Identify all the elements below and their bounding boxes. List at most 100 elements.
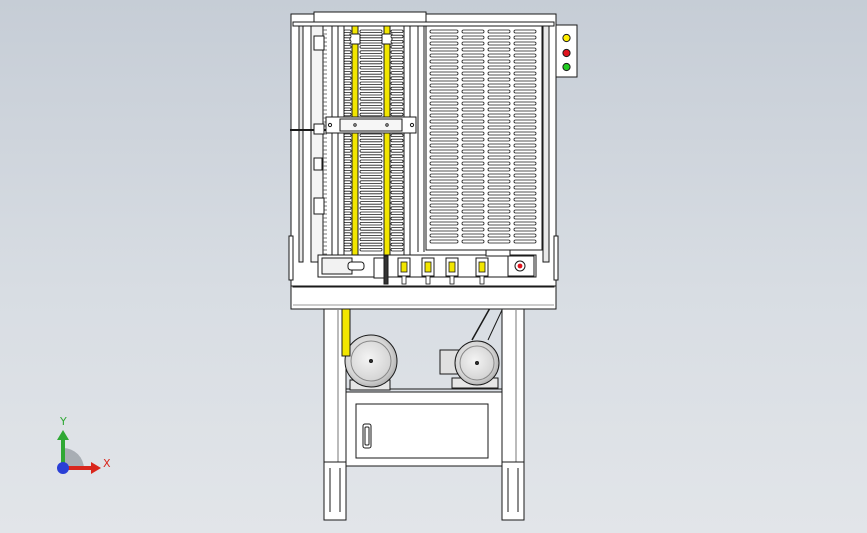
slot [390, 164, 404, 169]
vent-slot [461, 101, 485, 106]
actuator-block [478, 261, 486, 273]
vent-slot [429, 77, 459, 82]
vent-slot [513, 65, 537, 70]
vent-slot [461, 191, 485, 196]
slot [390, 149, 404, 153]
slot [390, 154, 404, 158]
vent-slot [461, 149, 485, 154]
slot [343, 221, 352, 226]
slot [343, 45, 352, 49]
vent-slot [429, 137, 459, 142]
vent-slot [429, 167, 459, 172]
slot [390, 159, 404, 163]
status-light-yellow-icon [562, 33, 571, 43]
guide-bracket-bottom [313, 197, 325, 215]
slot [359, 60, 383, 65]
slot [390, 34, 404, 39]
vent-slot [487, 221, 511, 226]
slot [359, 50, 383, 54]
slot [359, 164, 383, 169]
vent-slot [429, 53, 459, 58]
vent-slot [513, 41, 537, 46]
slot [359, 34, 383, 39]
vent-slot [429, 197, 459, 202]
slot [390, 138, 404, 143]
slot [390, 66, 404, 70]
vent-slot [487, 149, 511, 154]
right-inner-post [542, 25, 550, 263]
vent-slot [429, 233, 459, 238]
slot [390, 169, 404, 174]
vent-slot [429, 65, 459, 70]
vent-slot [513, 137, 537, 142]
vent-slot [429, 89, 459, 94]
vent-slot [513, 197, 537, 202]
slot [390, 232, 404, 236]
slot [390, 50, 404, 54]
vent-slot [513, 227, 537, 232]
vent-slot [487, 131, 511, 136]
vent-slot [487, 227, 511, 232]
slot [390, 206, 404, 210]
slot [390, 55, 404, 59]
vent-slot [461, 71, 485, 76]
slot [343, 81, 352, 85]
vent-slot [487, 35, 511, 40]
x-axis-label: X [103, 457, 111, 470]
vent-slot [487, 215, 511, 220]
emergency-stop-icon[interactable] [517, 263, 523, 269]
vent-slot [461, 173, 485, 178]
vent-slot [513, 173, 537, 178]
slot [390, 143, 404, 148]
vent-slot [429, 71, 459, 76]
slot [343, 195, 352, 200]
slot [343, 216, 352, 221]
slot [343, 138, 352, 143]
status-light-red-icon [562, 48, 571, 58]
vent-slot [429, 95, 459, 100]
bottom-actuator-strip [317, 249, 537, 285]
actuator-block [400, 261, 408, 273]
slot [359, 221, 383, 226]
slot [390, 211, 404, 215]
vent-slot [513, 107, 537, 112]
vent-slot [513, 131, 537, 136]
slot [343, 97, 352, 101]
view-orientation-triad-icon[interactable] [57, 430, 101, 474]
vent-slot [461, 125, 485, 130]
slot [359, 159, 383, 163]
vent-slot [461, 179, 485, 184]
vent-slot [487, 137, 511, 142]
vent-slot [487, 125, 511, 130]
slot [390, 102, 404, 106]
vent-slot [429, 161, 459, 166]
slot [359, 143, 383, 148]
slot [343, 50, 352, 54]
base-plate [290, 285, 557, 310]
vent-slot [487, 41, 511, 46]
vent-slot [429, 149, 459, 154]
vent-slot [429, 185, 459, 190]
vent-slot [429, 215, 459, 220]
slot [390, 201, 404, 205]
lift-carriage[interactable] [325, 116, 417, 134]
vent-slot [487, 89, 511, 94]
vent-slot [513, 101, 537, 106]
slot [343, 164, 352, 169]
vent-slot [429, 131, 459, 136]
vent-slot [513, 161, 537, 166]
vent-slot [487, 83, 511, 88]
slot [343, 154, 352, 158]
vent-slot [487, 197, 511, 202]
vent-slot [429, 119, 459, 124]
slot [359, 86, 383, 91]
vent-slot [487, 95, 511, 100]
slot [390, 71, 404, 75]
slot [390, 175, 404, 179]
vent-slot [487, 191, 511, 196]
vent-slot [487, 77, 511, 82]
vent-slot [487, 167, 511, 172]
slot [359, 138, 383, 143]
